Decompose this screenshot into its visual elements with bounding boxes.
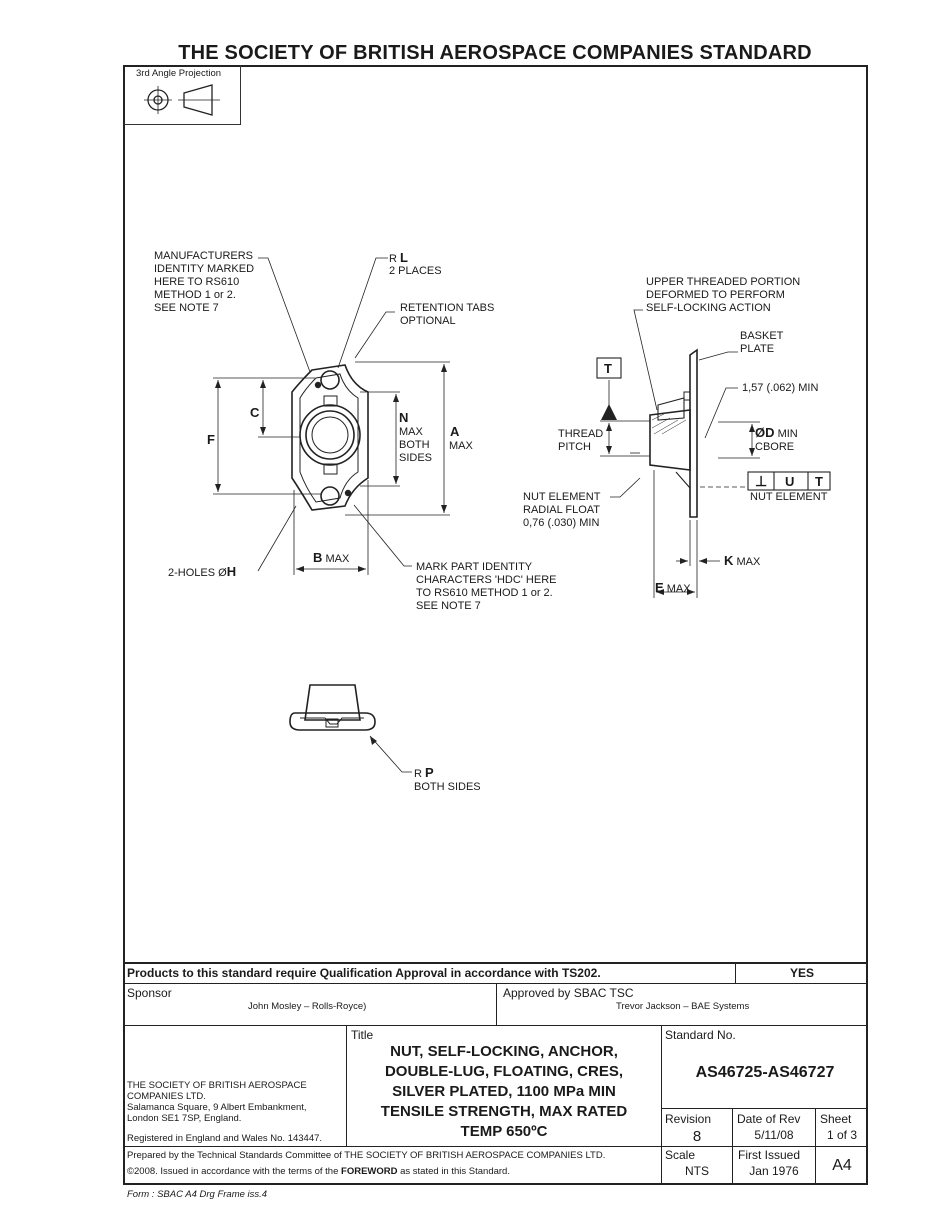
radius-p-letter: P	[425, 765, 434, 780]
paper-size: A4	[832, 1157, 852, 1174]
qualification-statement: Products to this standard require Qualif…	[127, 966, 601, 980]
radius-p-prefix: R	[414, 768, 422, 780]
radius-p-label: R P	[414, 765, 434, 780]
dim-b-label: B MAX	[313, 550, 349, 565]
perpendicularity-datum-t: T	[815, 474, 823, 489]
title-block-rule	[123, 1146, 868, 1148]
title-block-top-rule	[123, 962, 868, 964]
perpendicularity-frame	[747, 471, 831, 491]
thread-pitch-note: THREAD PITCH	[558, 428, 604, 453]
dim-b-note: MAX	[325, 553, 350, 565]
dia-d-label: ØD MIN	[755, 425, 798, 440]
standard-no-label: Standard No.	[665, 1028, 736, 1042]
dim-n-note: MAX BOTH SIDES	[399, 426, 433, 464]
manufacturer-identity-note: MANUFACTURERS IDENTITY MARKED HERE TO RS…	[154, 250, 255, 314]
page-title: THE SOCIETY OF BRITISH AEROSPACE COMPANI…	[178, 42, 812, 64]
standard-number: AS46725-AS46727	[695, 1064, 835, 1081]
projection-symbol	[144, 84, 220, 116]
dim-e-letter: E	[655, 580, 664, 595]
date-rev-value: 5/11/08	[754, 1128, 794, 1142]
dia-d-note: MIN	[777, 428, 798, 440]
radius-letter: L	[400, 250, 408, 265]
drawing-frame	[123, 65, 868, 1185]
perpendicularity-datum-u: U	[785, 474, 795, 489]
bottom-view-outline	[289, 684, 376, 731]
revision-value: 8	[692, 1128, 702, 1145]
radius-prefix: R	[389, 253, 397, 265]
qualification-answer: YES	[789, 966, 814, 980]
projection-box	[123, 65, 241, 125]
perpendicularity-symbol: ⊥	[755, 473, 768, 489]
holes-text: 2-HOLES Ø	[168, 567, 227, 579]
radius-places: 2 PLACES	[389, 265, 442, 277]
copyright-note: ©2008. Issued in accordance with the ter…	[127, 1166, 510, 1177]
min-thickness-note: 1,57 (.062) MIN	[742, 382, 819, 394]
sponsor-name: John Mosley – Rolls-Royce)	[248, 1001, 367, 1012]
title-block-rule	[661, 1026, 663, 1185]
dim-e-label: E MAX	[655, 580, 691, 595]
date-rev-label: Date of Rev	[737, 1112, 801, 1126]
title-block-rule	[123, 983, 868, 985]
title-block-rule	[661, 1108, 868, 1110]
dim-k-letter: K	[724, 553, 734, 568]
basket-plate-note: BASKET PLATE	[740, 330, 784, 355]
document-title: NUT, SELF-LOCKING, ANCHOR, DOUBLE-LUG, F…	[380, 1043, 628, 1140]
first-issued-label: First Issued	[738, 1148, 801, 1162]
organisation-address: THE SOCIETY OF BRITISH AEROSPACE COMPANI…	[127, 1080, 307, 1124]
dim-n-label: N	[399, 410, 409, 425]
scale-label: Scale	[665, 1148, 696, 1162]
approved-label: Approved by SBAC TSC	[503, 986, 634, 1000]
dim-c-label: C	[250, 405, 260, 420]
both-sides-note: BOTH SIDES	[414, 781, 481, 793]
upper-thread-note: UPPER THREADED PORTION DEFORMED TO PERFO…	[646, 276, 801, 314]
radius-l-label: R L	[389, 250, 408, 265]
dim-b-letter: B	[313, 550, 323, 565]
revision-label: Revision	[665, 1112, 712, 1126]
form-reference: Form : SBAC A4 Drg Frame iss.4	[127, 1189, 268, 1200]
retention-tabs-note: RETENTION TABS OPTIONAL	[400, 302, 495, 327]
title-label: Title	[351, 1028, 374, 1042]
prepared-by: Prepared by the Technical Standards Comm…	[127, 1150, 606, 1161]
sheet-value: 1 of 3	[826, 1128, 858, 1142]
dim-f-label: F	[207, 432, 215, 447]
sponsor-label: Sponsor	[127, 986, 172, 1000]
front-view-arrowheads	[215, 364, 447, 572]
side-view-outline	[649, 348, 698, 518]
dim-k-note: MAX	[736, 556, 761, 568]
dim-a-label: A	[450, 424, 460, 439]
side-view-hatch	[651, 413, 687, 435]
radial-float-note: NUT ELEMENT RADIAL FLOAT 0,76 (.030) MIN	[523, 491, 601, 529]
cbore-note: CBORE	[755, 441, 795, 453]
dim-k-label: K MAX	[724, 553, 760, 568]
dim-e-note: MAX	[666, 583, 691, 595]
front-view-outline	[291, 364, 369, 511]
title-block-rule	[496, 984, 498, 1026]
nut-element-note: NUT ELEMENT	[750, 491, 828, 503]
holes-label: 2-HOLES ØH	[168, 564, 236, 579]
scale-value: NTS	[685, 1164, 709, 1178]
mark-identity-note: MARK PART IDENTITY CHARACTERS 'HDC' HERE…	[416, 561, 557, 612]
projection-label: 3rd Angle Projection	[136, 68, 222, 79]
first-issued-value: Jan 1976	[749, 1164, 799, 1178]
title-block-rule	[123, 1025, 868, 1027]
holes-letter: H	[226, 564, 237, 579]
registration-note: Registered in England and Wales No. 1434…	[127, 1133, 323, 1144]
title-block-rule	[346, 1026, 348, 1146]
side-view-arrowheads	[601, 404, 755, 595]
title-block-rule	[735, 963, 737, 984]
dim-a-note: MAX	[449, 440, 473, 452]
dia-d-letter: ØD	[755, 425, 775, 440]
sheet-label: Sheet	[820, 1112, 852, 1126]
approved-name: Trevor Jackson – BAE Systems	[616, 1001, 750, 1012]
datum-t-label: T	[604, 361, 612, 376]
front-view-dimensions	[213, 257, 450, 575]
